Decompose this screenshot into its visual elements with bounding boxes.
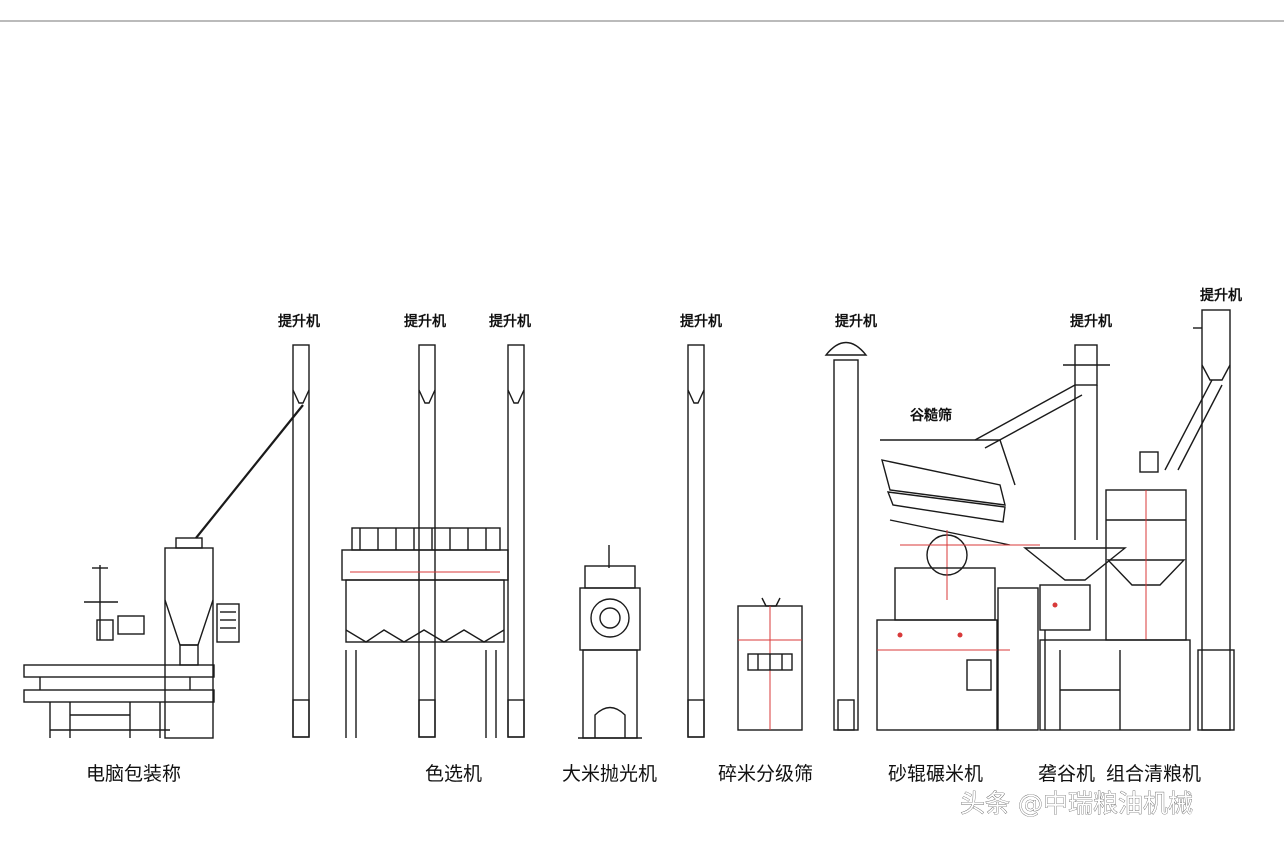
elevator-label-2: 提升机: [404, 313, 446, 330]
packing-scale-label: 电脑包装称: [86, 763, 181, 785]
elevator-1: [195, 344, 310, 738]
elevator-label-5: 提升机: [835, 313, 877, 330]
elevator-label-4: 提升机: [680, 313, 722, 330]
rice-polisher-label: 大米抛光机: [562, 763, 657, 785]
rice-polisher-machine: [578, 545, 642, 739]
emery-roller-mill-label: 砂辊碾米机: [888, 763, 983, 785]
elevator-6: [1164, 309, 1235, 731]
elevator-2: [418, 344, 436, 738]
color-sorter-machine: [341, 527, 509, 738]
color-sorter-label: 色选机: [425, 763, 482, 785]
elevator-4: [687, 344, 705, 738]
elevator-5: [824, 341, 868, 731]
elevator-3: [507, 344, 525, 738]
husker-label: 砻谷机: [1038, 763, 1095, 785]
packing-scale-machine: [23, 537, 240, 739]
elevator-label-6: 提升机: [1070, 313, 1112, 330]
paddy-separator-label: 谷糙筛: [910, 407, 952, 424]
paddy-separator-and-mill-group: 谷糙筛: [876, 344, 1191, 731]
elevator-label-3: 提升机: [489, 313, 531, 330]
combined-cleaner-label: 组合清粮机: [1106, 763, 1201, 785]
elevator-label-1: 提升机: [278, 313, 320, 330]
elevator-label-7: 提升机: [1200, 287, 1242, 304]
watermark: 头条 @中瑞粮油机械: [960, 789, 1193, 818]
broken-rice-grader-label: 碎米分级筛: [718, 763, 813, 785]
broken-rice-grader-machine: [737, 597, 803, 731]
